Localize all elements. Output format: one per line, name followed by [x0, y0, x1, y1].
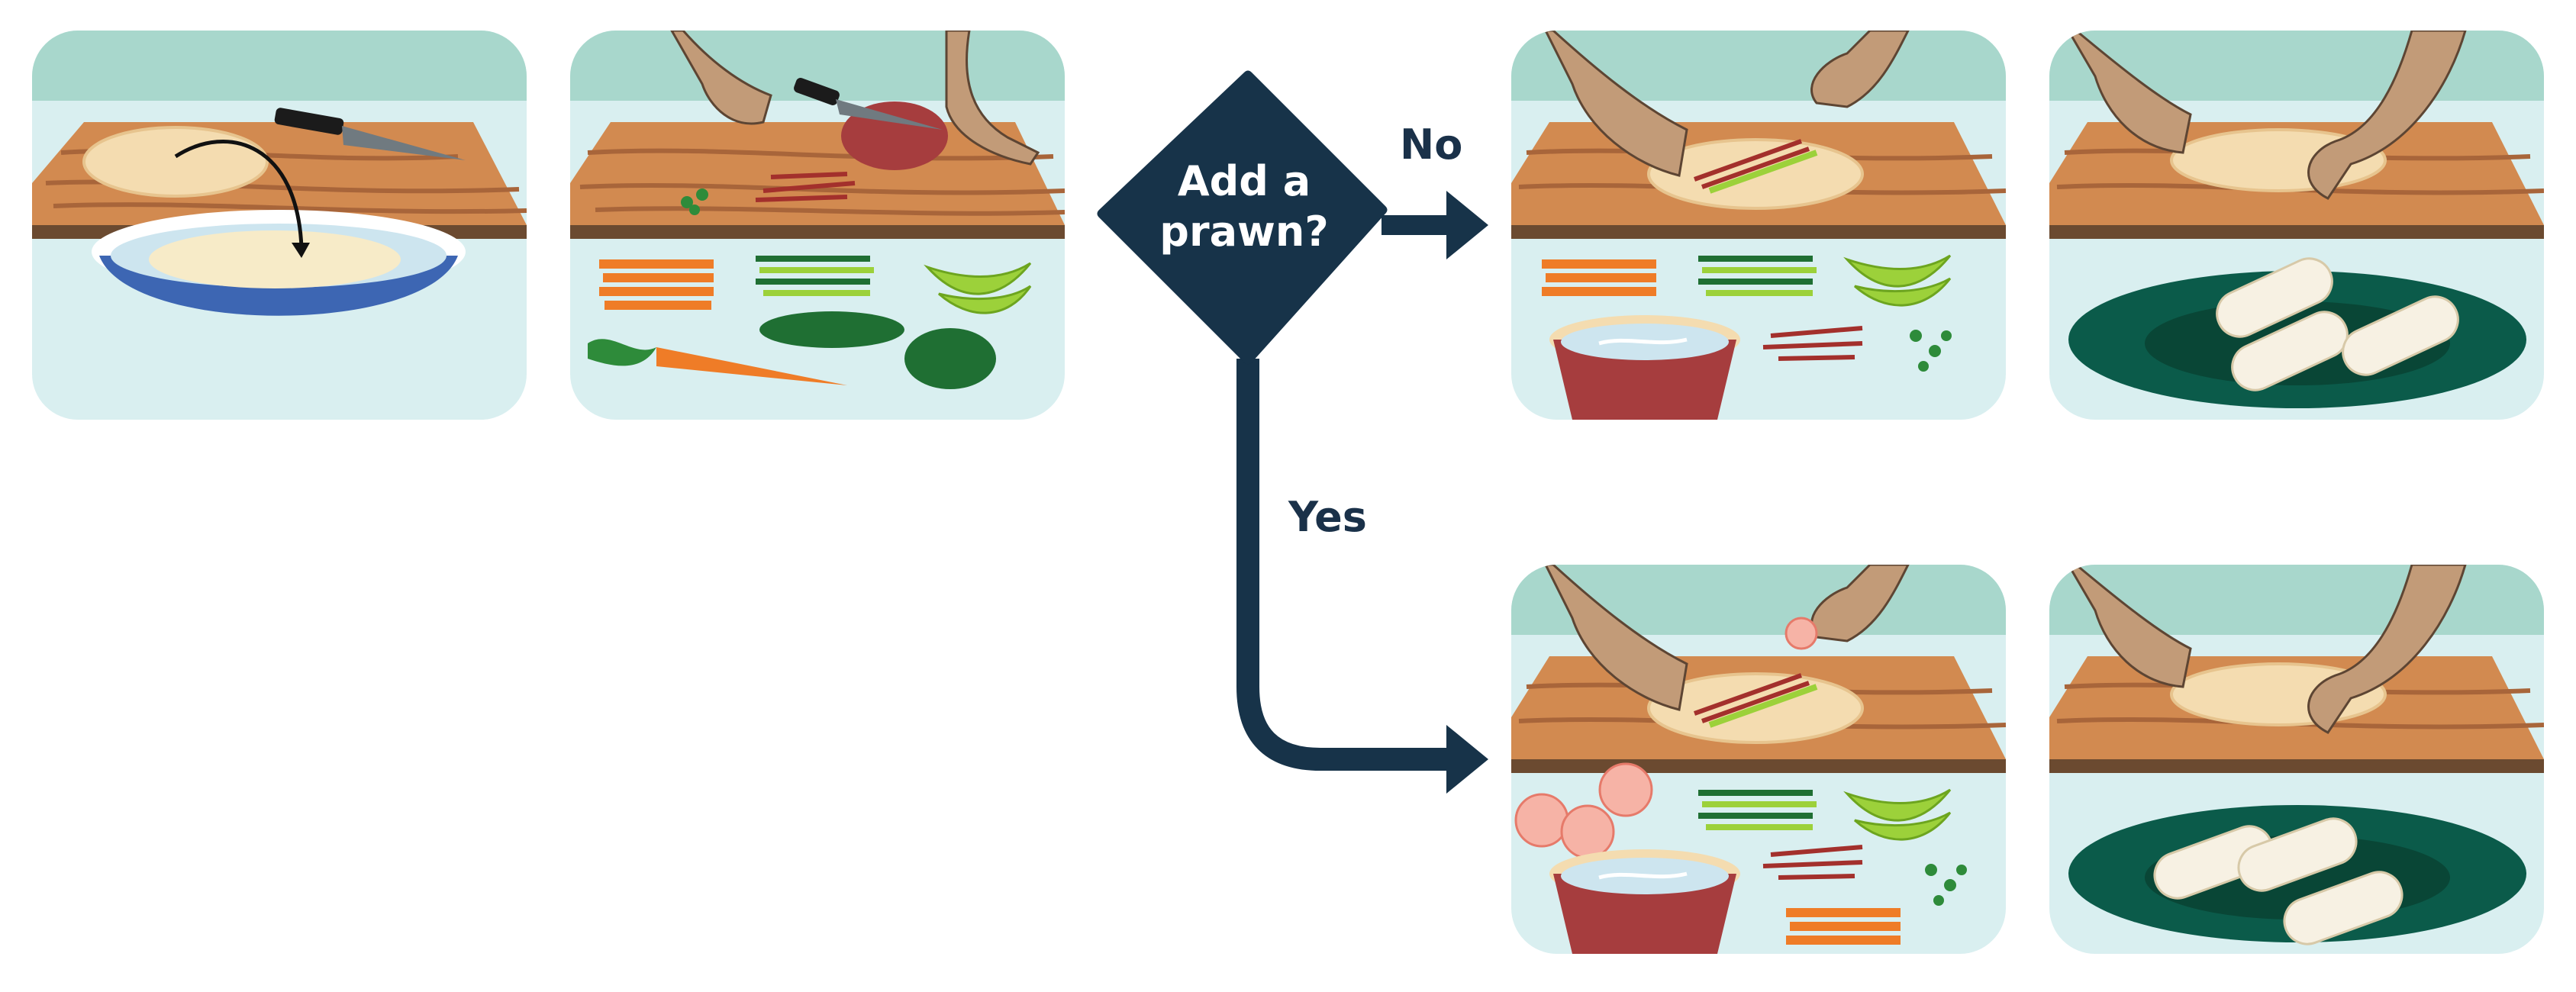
roll-icon	[2237, 817, 2358, 892]
hand-icon	[2307, 31, 2467, 200]
hand-icon	[669, 31, 772, 125]
yes-arrowhead	[1446, 725, 1488, 794]
hand-icon	[2066, 565, 2192, 688]
knife-icon	[794, 78, 943, 130]
hand-icon	[2066, 31, 2192, 154]
cucumber-sticks	[1698, 256, 1817, 296]
hand-icon	[1810, 31, 1910, 108]
carrot-icon	[599, 259, 714, 310]
decision-question-line2: prawn?	[1159, 208, 1329, 256]
panel-served-no-prawn	[2049, 31, 2544, 420]
no-arrowhead	[1446, 191, 1488, 259]
yes-connector	[1236, 359, 1462, 771]
cucumber-sticks	[1698, 790, 1817, 830]
noodle-bowl-icon	[1549, 315, 1740, 420]
roll-icon	[2231, 311, 2349, 391]
decision-diamond	[1097, 70, 1388, 365]
cucumber-sticks	[756, 256, 874, 296]
no-branch-label: No	[1400, 121, 1463, 169]
knife-icon	[274, 108, 466, 160]
panel-served-with-prawn	[2049, 565, 2544, 954]
red-pepper	[841, 101, 948, 170]
carrot-icon	[1786, 908, 1901, 945]
carrot-icon	[1542, 259, 1656, 296]
lettuce	[1843, 788, 1952, 841]
yes-branch-label: Yes	[1288, 493, 1367, 541]
hand-icon	[1543, 565, 1688, 711]
roll-icon	[2342, 295, 2459, 376]
panel-prepare-vegetables	[570, 31, 1065, 420]
decision-question: Add a prawn?	[1130, 156, 1359, 257]
prawn-icon	[1514, 762, 1653, 859]
hand-icon	[945, 31, 1040, 166]
hand-icon	[2307, 565, 2467, 734]
roll-icon	[2216, 257, 2333, 338]
panel-roll-no-prawn	[1511, 31, 2006, 420]
cucumber-icon	[759, 311, 904, 348]
decision-question-line1: Add a	[1177, 157, 1311, 205]
prawn-icon	[1785, 617, 1818, 650]
rice-paper	[82, 126, 269, 198]
panel-soak-rice-paper	[32, 31, 527, 420]
lettuce	[1843, 254, 1952, 307]
hand-icon	[1543, 31, 1688, 177]
noodle-bowl-icon	[1549, 849, 1740, 954]
roll-icon	[2283, 871, 2404, 945]
avocado-icon	[904, 328, 996, 389]
lettuce	[924, 262, 1032, 314]
arrow-curve-icon	[174, 140, 304, 249]
panel-roll-with-prawn	[1511, 565, 2006, 954]
carrot-icon	[588, 339, 847, 385]
